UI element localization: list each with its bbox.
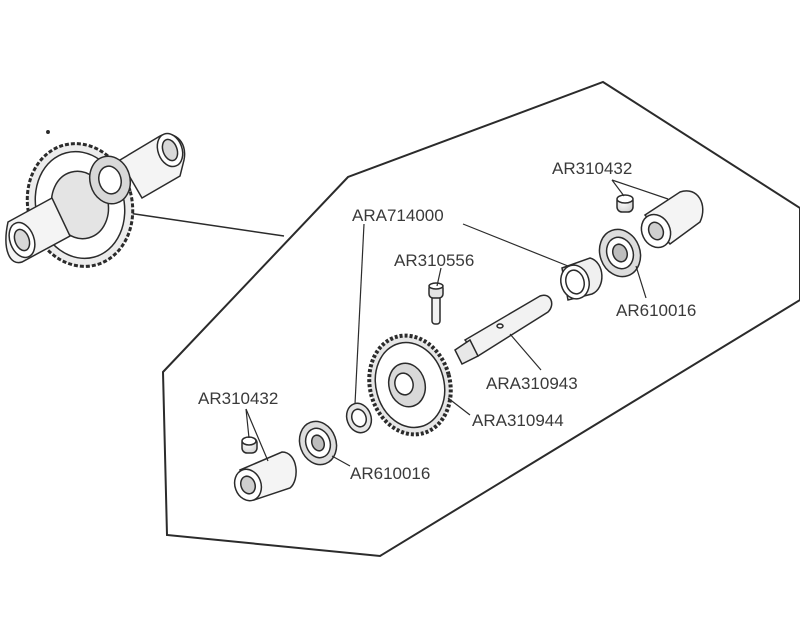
pin-top-right: [616, 194, 634, 213]
label-spacer: ARA714000: [352, 206, 444, 225]
outdrive-bottom-left: [233, 451, 297, 502]
shaft: [454, 294, 553, 366]
outdrive-top-right: [640, 190, 704, 249]
label-gear: ARA310944: [472, 411, 564, 430]
leader-lines: [245, 179, 669, 467]
overview-leader-line: [127, 212, 285, 237]
spacer: [560, 257, 603, 301]
detail-frame: [161, 80, 800, 558]
label-bearing-top-right: AR610016: [616, 301, 696, 320]
assembled-overview: [5, 130, 186, 268]
bearing-bottom-left: [298, 420, 338, 466]
screw: [428, 282, 444, 325]
pin-bottom-left: [241, 436, 258, 454]
label-shaft: ARA310943: [486, 374, 578, 393]
washer: [345, 402, 373, 434]
bearing-top-right: [598, 228, 642, 278]
label-bearing-bottom-left: AR610016: [350, 464, 430, 483]
label-pin-top-right: AR310432: [552, 159, 632, 178]
spur-gear: [367, 333, 453, 437]
label-screw: AR310556: [394, 251, 474, 270]
label-pin-bottom-left: AR310432: [198, 389, 278, 408]
